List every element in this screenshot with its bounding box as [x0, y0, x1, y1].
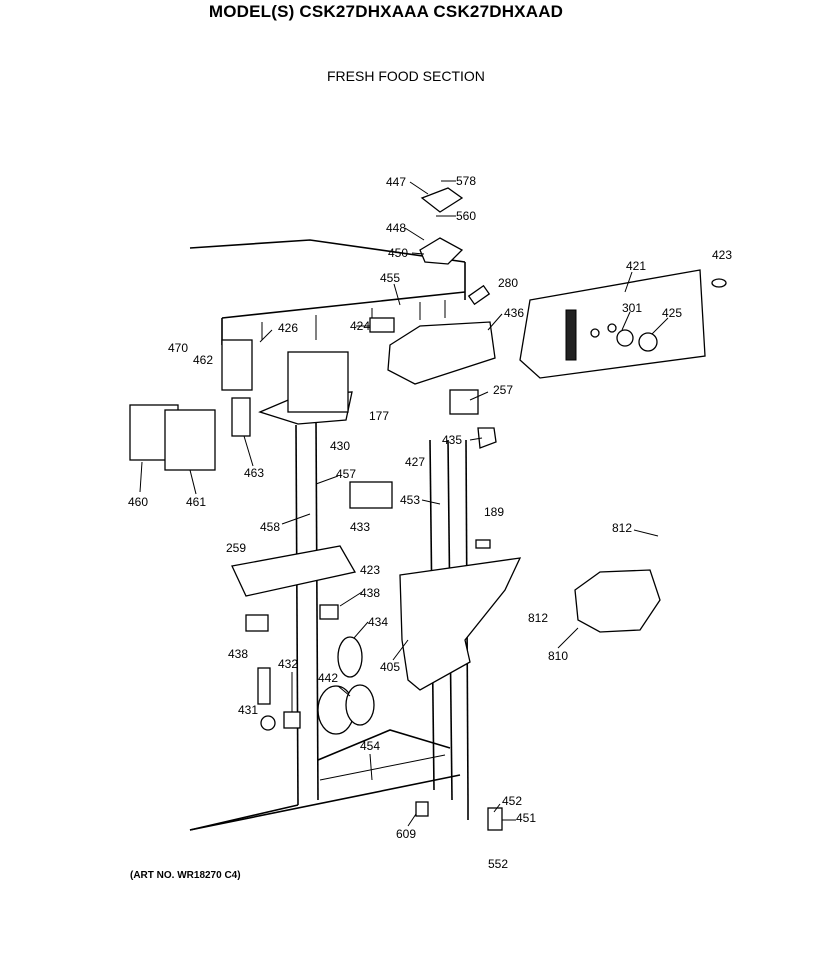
label-426: 426 — [278, 321, 298, 335]
part-number-labels: 447 578 448 560 450 423 421 280 455 436 … — [128, 174, 732, 871]
label-812: 812 — [612, 521, 632, 535]
label-431: 431 — [238, 703, 258, 717]
label-177: 177 — [369, 409, 389, 423]
label-812-b: 812 — [528, 611, 548, 625]
label-448: 448 — [386, 221, 406, 235]
label-457: 457 — [336, 467, 356, 481]
label-461: 461 — [186, 495, 206, 509]
label-455: 455 — [380, 271, 400, 285]
label-458: 458 — [260, 520, 280, 534]
label-462: 462 — [193, 353, 213, 367]
label-301: 301 — [622, 301, 642, 315]
label-450: 450 — [388, 246, 408, 260]
label-552: 552 — [488, 857, 508, 871]
label-442: 442 — [318, 671, 338, 685]
label-280: 280 — [498, 276, 518, 290]
label-609: 609 — [396, 827, 416, 841]
label-463: 463 — [244, 466, 264, 480]
label-438-b: 438 — [228, 647, 248, 661]
label-259: 259 — [226, 541, 246, 555]
cabinet-frame — [189, 239, 469, 831]
label-423-b: 423 — [360, 563, 380, 577]
label-189: 189 — [484, 505, 504, 519]
label-810: 810 — [548, 649, 568, 663]
label-423: 423 — [712, 248, 732, 262]
label-421: 421 — [626, 259, 646, 273]
label-432: 432 — [278, 657, 298, 671]
part-shapes — [129, 187, 727, 831]
page-title: MODEL(S) CSK27DHXAAA CSK27DHXAAD — [208, 2, 564, 21]
label-257: 257 — [493, 383, 513, 397]
label-435: 435 — [442, 433, 462, 447]
callout-leaders — [139, 180, 669, 827]
label-434: 434 — [368, 615, 388, 629]
label-460: 460 — [128, 495, 148, 509]
label-470: 470 — [168, 341, 188, 355]
label-436: 436 — [504, 306, 524, 320]
label-452: 452 — [502, 794, 522, 808]
label-578: 578 — [456, 174, 476, 188]
label-453: 453 — [400, 493, 420, 507]
label-427: 427 — [405, 455, 425, 469]
label-560: 560 — [456, 209, 476, 223]
art-number: (ART NO. WR18270 C4) — [130, 870, 241, 881]
label-424: 424 — [350, 319, 370, 333]
section-subtitle: FRESH FOOD SECTION — [327, 68, 485, 84]
label-405: 405 — [380, 660, 400, 674]
label-451: 451 — [516, 811, 536, 825]
label-438: 438 — [360, 586, 380, 600]
label-425: 425 — [662, 306, 682, 320]
label-430: 430 — [330, 439, 350, 453]
label-447: 447 — [386, 175, 406, 189]
label-433: 433 — [350, 520, 370, 534]
label-454: 454 — [360, 739, 380, 753]
